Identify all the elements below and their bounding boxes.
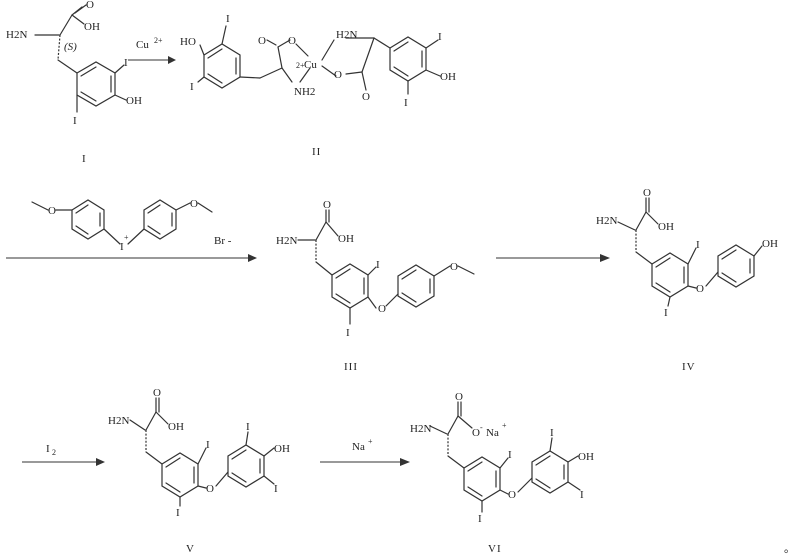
c5-iodine-a: I [206, 439, 210, 451]
c5-phenol: OH [274, 443, 290, 455]
c6-carboxylate-charge: - [480, 423, 483, 432]
reaction-arrow-3 [496, 254, 610, 262]
c2-phenol: HO [180, 36, 196, 48]
reagent-iodine: I [46, 443, 50, 455]
c4-phenol: OH [762, 238, 778, 250]
c6-carbonyl-o: O [455, 391, 463, 403]
c5-carbonyl-o: O [153, 387, 161, 399]
c2-iodine-d: I [404, 97, 408, 109]
c2-cu-charge: 2+ [296, 61, 305, 70]
c1-hydroxyl: OH [84, 21, 100, 33]
c3-methoxy-o: O [450, 261, 458, 273]
reagent-methoxy-o-b: O [190, 198, 198, 210]
compound-4: H2N O OH I O I OH [596, 187, 778, 319]
reagent-sodium: Na [352, 441, 365, 453]
c2-iodine-c: I [438, 31, 442, 43]
reaction-arrow-5: Na + [320, 437, 410, 466]
c5-ether-o: O [206, 483, 214, 495]
c1-amino: H2N [6, 29, 27, 41]
c3-amino: H2N [276, 235, 297, 247]
c2-amine-a: NH2 [294, 86, 315, 98]
c3-carbonyl-o: O [323, 199, 331, 211]
c4-hydroxyl: OH [658, 221, 674, 233]
c1-phenol: OH [126, 95, 142, 107]
compound-5-label: V [186, 543, 195, 555]
c5-iodine-b: I [176, 507, 180, 519]
reaction-arrow-4: I 2 [22, 443, 105, 466]
c6-sodium-charge: + [502, 421, 507, 430]
c2-carboxylate-o: O [288, 35, 296, 47]
c6-iodine-d: I [580, 489, 584, 501]
compound-2-label: II [312, 146, 321, 158]
c4-carbonyl-o: O [643, 187, 651, 199]
reagent-iodonium: I [120, 241, 124, 253]
c6-iodine-b: I [478, 513, 482, 525]
compound-6: H2N O O - Na + I O I I OH I [410, 391, 594, 525]
c4-iodine-a: I [696, 239, 700, 251]
c3-hydroxyl: OH [338, 233, 354, 245]
reagent-methoxy-o-a: O [48, 205, 56, 217]
reaction-arrow-2 [6, 254, 257, 262]
c6-phenol: OH [578, 451, 594, 463]
c1-stereo: (S) [64, 41, 77, 53]
iodonium-reagent: O I + O Br - [31, 198, 232, 253]
c3-ether-o: O [378, 303, 386, 315]
compound-6-label: VI [488, 543, 502, 555]
c2-phenol-b: OH [440, 71, 456, 83]
c5-hydroxyl: OH [168, 421, 184, 433]
compound-5: H2N O OH I O I I OH I [108, 387, 290, 519]
c4-amino: H2N [596, 215, 617, 227]
compound-3-label: III [344, 361, 358, 373]
reagent-iodine-sub: 2 [52, 448, 56, 457]
reagent-bromide: Br - [214, 235, 232, 247]
c2-carboxylate-o2: O [334, 69, 342, 81]
c2-carbonyl-o2: O [362, 91, 370, 103]
compound-4-label: IV [682, 361, 696, 373]
c6-sodium: Na [486, 427, 499, 439]
reagent-cu-charge: 2+ [154, 36, 163, 45]
c2-carbonyl-o: O [258, 35, 266, 47]
compound-1-label: I [82, 153, 87, 165]
reagent-sodium-charge: + [368, 437, 373, 446]
c5-iodine-c: I [246, 421, 250, 433]
compound-2: HO I I O O 2+ Cu NH2 H2N O O I OH I [180, 13, 456, 109]
c1-carbonyl-o: O [86, 0, 94, 11]
c4-iodine-b: I [664, 307, 668, 319]
c2-iodine-b: I [190, 81, 194, 93]
c6-ether-o: O [508, 489, 516, 501]
c1-iodine-b: I [73, 115, 77, 127]
c3-iodine-b: I [346, 327, 350, 339]
compound-1: H2N O OH (S) I OH I [6, 0, 142, 127]
c4-ether-o: O [696, 283, 704, 295]
c5-amino: H2N [108, 415, 129, 427]
c2-copper: Cu [304, 59, 317, 71]
c2-iodine-a: I [226, 13, 230, 25]
c2-amine-b: H2N [336, 29, 357, 41]
c6-iodine-a: I [508, 449, 512, 461]
c6-carboxylate-o: O [472, 427, 480, 439]
c6-amino: H2N [410, 423, 431, 435]
reagent-iodonium-charge: + [124, 233, 129, 242]
reagent-cu: Cu [136, 39, 149, 51]
c5-iodine-d: I [274, 483, 278, 495]
c6-iodine-c: I [550, 427, 554, 439]
compound-3: H2N O OH I O I O [276, 199, 475, 339]
trailing-punctuation: 。 [784, 543, 795, 555]
c1-iodine-a: I [124, 57, 128, 69]
c3-iodine-a: I [376, 259, 380, 271]
reaction-arrow-1: Cu 2+ [128, 36, 176, 64]
